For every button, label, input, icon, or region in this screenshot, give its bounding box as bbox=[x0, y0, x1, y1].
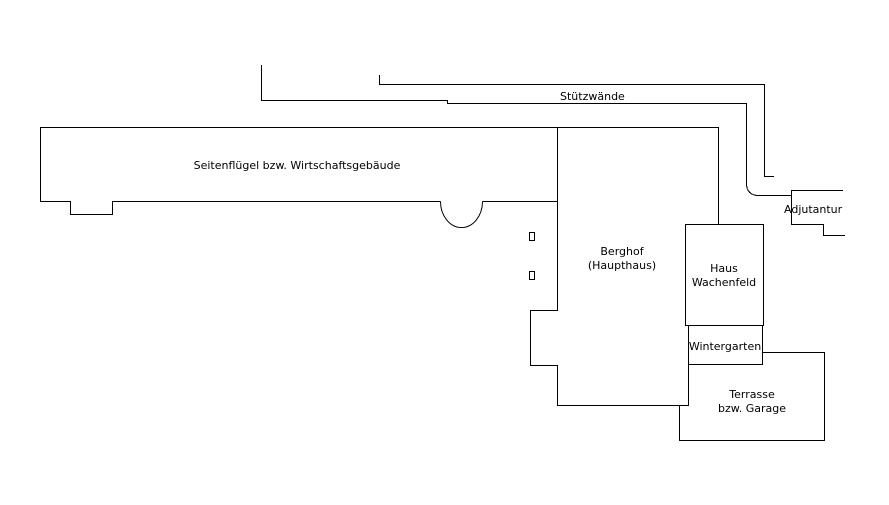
retaining-wall-right bbox=[379, 75, 774, 177]
berghof-main-house bbox=[530, 127, 719, 406]
label-adjutantur: Adjutantur bbox=[784, 203, 843, 216]
adjutantur-building bbox=[791, 190, 845, 236]
label-wintergarten: Wintergarten bbox=[689, 340, 761, 353]
haus-wachenfeld bbox=[685, 224, 764, 326]
retaining-wall-left bbox=[261, 65, 791, 196]
label-retaining-walls: Stützwände bbox=[560, 90, 625, 103]
main-house-outline bbox=[530, 127, 719, 406]
label-main-house-1: Berghof bbox=[600, 245, 644, 258]
side-wing-outline bbox=[40, 127, 558, 215]
label-terrace-1: Terrasse bbox=[728, 388, 775, 401]
label-haus-1: Haus bbox=[710, 262, 738, 275]
retaining-walls bbox=[261, 65, 791, 196]
label-main-house-2: (Haupthaus) bbox=[588, 259, 656, 272]
label-haus-2: Wachenfeld bbox=[692, 276, 756, 289]
wintergarten bbox=[688, 325, 763, 365]
window-marker-lower bbox=[529, 271, 535, 280]
terrace-garage bbox=[679, 352, 825, 441]
side-wing-building bbox=[40, 127, 558, 280]
label-terrace-2: bzw. Garage bbox=[718, 402, 786, 415]
label-side-wing: Seitenflügel bzw. Wirtschaftsgebäude bbox=[194, 159, 401, 172]
side-wing-bay bbox=[440, 201, 483, 228]
window-marker-upper bbox=[529, 232, 535, 241]
